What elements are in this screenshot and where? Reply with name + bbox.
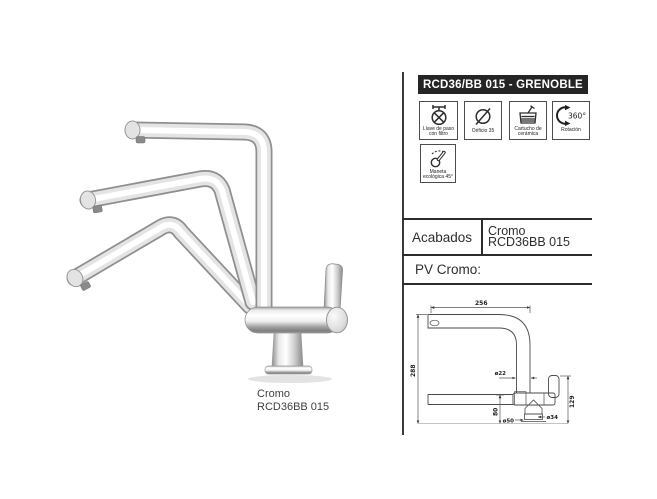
feature-label: Orificio 35 [471, 128, 495, 134]
ceramic-cartridge-icon [519, 105, 537, 124]
base-flange [264, 365, 313, 375]
dim-total-height: 288 [410, 364, 417, 377]
feature-shutoff-valve-filter: Llave de paso con filtro [419, 101, 458, 140]
table-border-middle [402, 254, 592, 256]
feature-label: Llave de paso con filtro [422, 126, 455, 137]
base-column [271, 332, 304, 368]
product-title: RCD36/BB 015 - GRENOBLE [423, 78, 583, 91]
panel-left-border [402, 72, 404, 435]
photo-caption-finish: Cromo [257, 388, 291, 400]
price-label: PV Cromo: [415, 261, 482, 277]
dim-body-height: 129 [569, 395, 576, 408]
body-end-cap [326, 306, 348, 334]
spout-position-low [66, 216, 259, 315]
photo-caption-ref: RCD36BB 015 [257, 401, 330, 413]
table-cell-divider [481, 218, 483, 256]
spout-position-up [124, 120, 273, 317]
feature-ceramic-cartridge: Cartucho de cerámica [509, 101, 547, 140]
finish-name: Cromo [488, 223, 526, 238]
dim-under-deck: 80 [493, 408, 500, 416]
dim-base-diameter: ø50 [503, 419, 515, 425]
finish-reference: RCD36BB 015 [488, 235, 570, 249]
drawing-dimension-lines [416, 305, 571, 424]
dim-shank-diameter: ø34 [547, 415, 559, 421]
feature-rotation-360: 360° Rotación [552, 101, 590, 140]
faucet-photo [66, 120, 348, 383]
table-border-bottom [402, 283, 592, 285]
handle-lever [323, 263, 343, 311]
hole-diameter-icon [475, 108, 491, 125]
base-shadow [248, 375, 332, 383]
feature-label: Maneta ecológica 45° [422, 169, 454, 180]
rotation-value: 360° [568, 112, 586, 121]
dim-top-width: 256 [475, 300, 488, 307]
technical-drawing: 256 288 ø22 129 80 ø34 ø50 [410, 300, 576, 425]
price-row: PV Cromo: [403, 256, 592, 282]
rotation-360-icon: 360° [556, 105, 586, 126]
feature-hole-diameter: Orificio 35 [464, 101, 502, 140]
spout-position-mid [79, 170, 262, 311]
finishes-value: Cromo RCD36BB 015 [488, 220, 592, 254]
shutoff-valve-filter-icon [430, 105, 447, 126]
feature-eco-handle: Maneta ecológica 45° [420, 144, 456, 183]
feature-label: Rotación [561, 127, 581, 133]
product-title-header: RCD36/BB 015 - GRENOBLE [418, 75, 588, 94]
finishes-row-label: Acabados [411, 229, 473, 245]
faucet-body [244, 306, 341, 334]
drawing-dimension-labels: 256 288 ø22 129 80 ø34 ø50 [410, 300, 576, 425]
table-border-top [402, 218, 592, 220]
drawing-faucet-outline [427, 314, 560, 422]
eco-handle-45-icon [430, 150, 446, 168]
feature-label: Cartucho de cerámica [514, 126, 542, 137]
photo-caption: Cromo RCD36BB 015 [257, 388, 329, 414]
dim-spout-diameter: ø22 [495, 371, 507, 377]
